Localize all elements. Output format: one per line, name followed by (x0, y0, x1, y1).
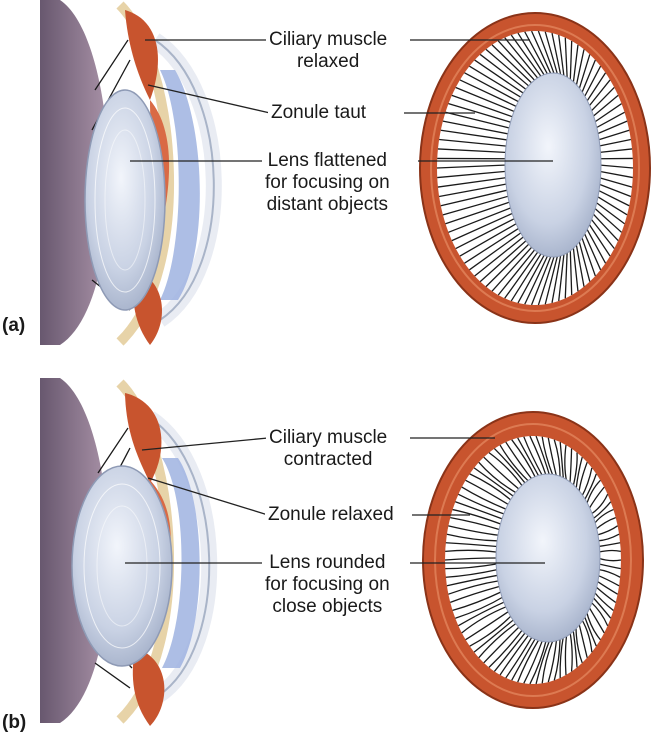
lens-label-a: Lens flattened for focusing on distant o… (262, 150, 393, 216)
eye-front-view (423, 412, 643, 708)
zonule-label-b: Zonule relaxed (265, 504, 397, 526)
ciliary-muscle-label-a: Ciliary muscle relaxed (266, 29, 390, 73)
panel-a: Ciliary muscle relaxed Zonule taut Lens … (0, 0, 655, 360)
panel-b: Ciliary muscle contracted Zonule relaxed… (0, 378, 655, 737)
panel-a-tag: (a) (2, 315, 25, 337)
eye-side-view (40, 0, 214, 345)
eye-front-view (420, 13, 650, 323)
lens-label-b: Lens rounded for focusing on close objec… (262, 552, 393, 618)
panel-b-tag: (b) (2, 712, 26, 734)
ciliary-muscle-label-b: Ciliary muscle contracted (266, 427, 390, 471)
zonule-label-a: Zonule taut (268, 102, 369, 124)
eye-side-view (40, 378, 209, 726)
